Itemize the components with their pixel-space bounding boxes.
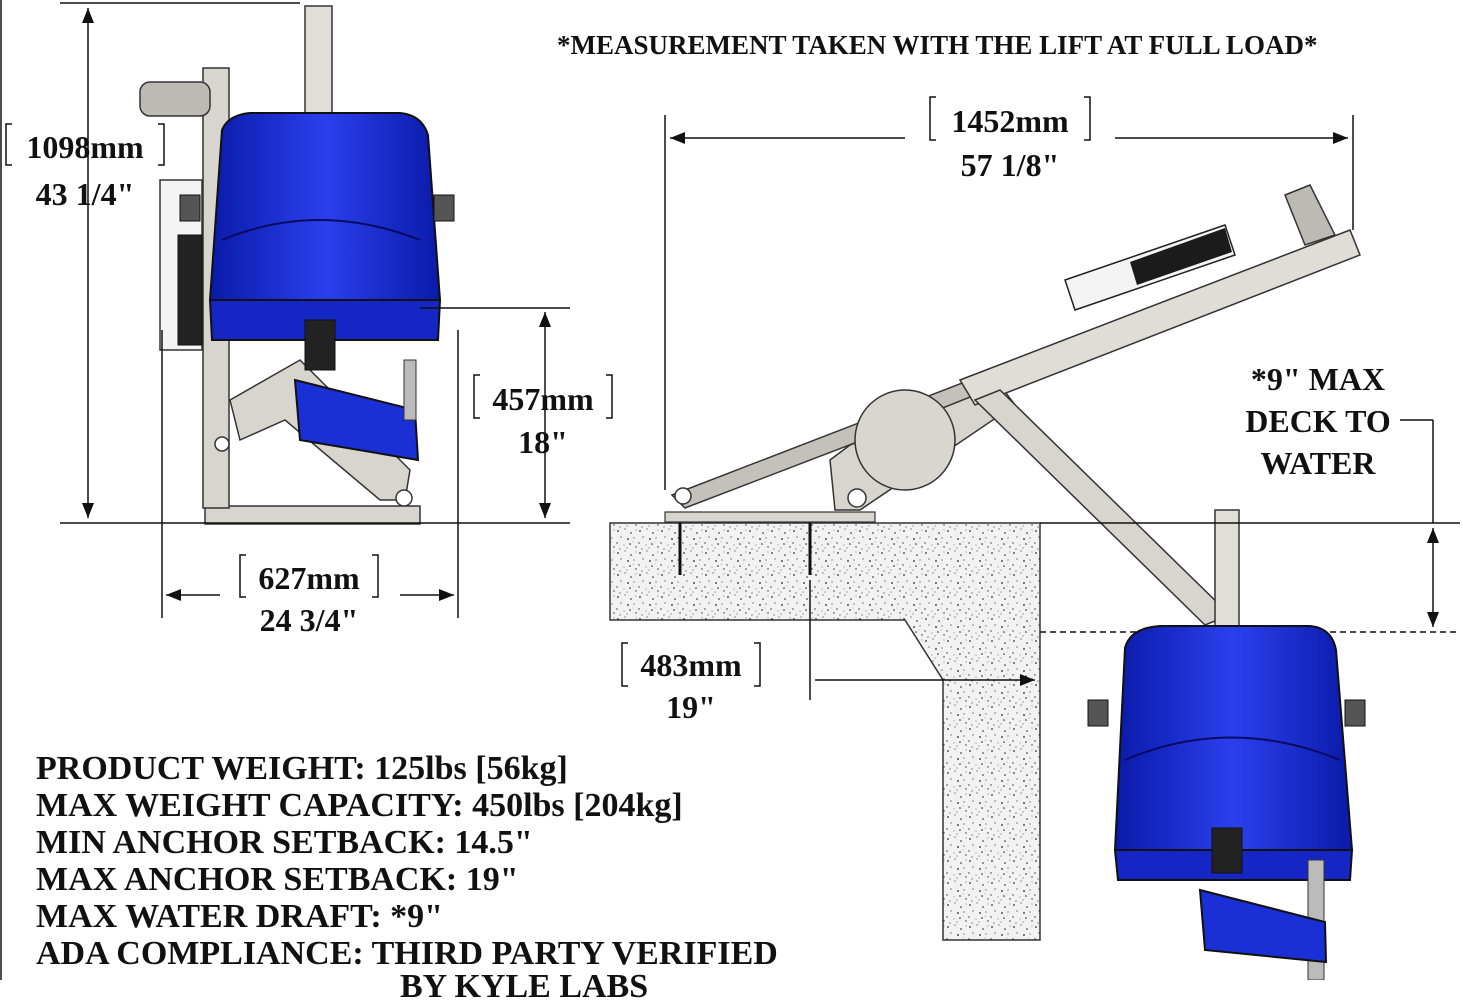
measurement-note: *MEASUREMENT TAKEN WITH THE LIFT AT FULL… (557, 30, 1318, 60)
dim-reach: 1452mm 57 1/8" (929, 96, 1091, 183)
dim-setback: 483mm 19" (621, 642, 761, 725)
spec-max-capacity: MAX WEIGHT CAPACITY: 450lbs [204kg] (36, 787, 683, 824)
spec-ada-verifier: BY KYLE LABS (400, 968, 649, 1005)
dim-setback-imperial: 19" (666, 689, 716, 725)
front-view-dimension-lines (60, 2, 570, 618)
dim-setback-metric: 483mm (640, 647, 742, 683)
draft-note-line-3: WATER (1261, 445, 1377, 481)
dim-reach-metric: 1452mm (951, 103, 1069, 139)
side-view-dimension-lines (664, 115, 1460, 700)
spec-product-weight: PRODUCT WEIGHT: 125lbs [56kg] (36, 750, 568, 787)
pool-deck-section (609, 522, 1041, 941)
side-view-lift (664, 184, 1366, 980)
front-view-lift (139, 5, 455, 525)
spec-max-draft: MAX WATER DRAFT: *9" (36, 898, 444, 935)
dim-width-metric: 627mm (258, 560, 360, 596)
draft-note-line-2: DECK TO (1245, 403, 1391, 439)
dim-seat-height-imperial: 18" (518, 424, 568, 460)
spec-ada-compliance: ADA COMPLIANCE: THIRD PARTY VERIFIED (36, 935, 778, 972)
dim-height-imperial: 43 1/4" (36, 176, 135, 212)
spec-max-setback: MAX ANCHOR SETBACK: 19" (36, 861, 519, 898)
draft-note: *9" MAX DECK TO WATER (1245, 361, 1391, 481)
diagram-drawing: 1098mm 43 1/4" 457mm 18" 627mm 24 3/4" 1… (0, 0, 1460, 980)
spec-min-setback: MIN ANCHOR SETBACK: 14.5" (36, 824, 533, 861)
dim-width-imperial: 24 3/4" (260, 602, 359, 638)
dim-reach-imperial: 57 1/8" (961, 147, 1060, 183)
draft-note-line-1: *9" MAX (1251, 361, 1385, 397)
dim-seat-height-metric: 457mm (492, 381, 594, 417)
dim-height-metric: 1098mm (26, 129, 144, 165)
dim-height: 1098mm 43 1/4" (5, 123, 165, 212)
dim-width: 627mm 24 3/4" (239, 554, 379, 638)
dim-seat-height: 457mm 18" (473, 374, 613, 460)
